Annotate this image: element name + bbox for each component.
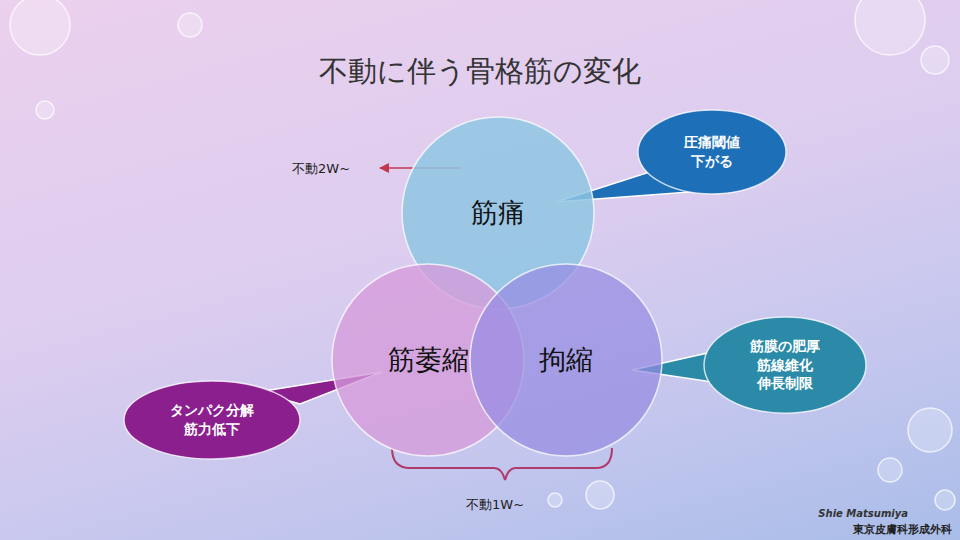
time-label: 不動1W~ [466, 496, 524, 514]
callout-bubble: タンパク分解 筋力低下 [123, 380, 301, 460]
circle-label: 筋萎縮 [388, 342, 469, 378]
callout-bubble: 圧痛閾値 下がる [637, 109, 787, 195]
clinic-name: 東京皮膚科形成外科 [853, 522, 952, 537]
callout-shape [637, 109, 787, 195]
circle-label: 拘縮 [539, 342, 593, 378]
callout-text: 圧痛閾値 下がる [684, 133, 740, 171]
circle-label: 筋痛 [471, 195, 525, 231]
venn-circle: 拘縮 [469, 263, 663, 457]
callout-text: 筋膜の肥厚 筋線維化 伸長制限 [750, 337, 820, 394]
author-name: Shie Matsumiya [818, 508, 908, 519]
time-label: 不動2W~ [292, 160, 350, 178]
slide-title: 不動に伴う骨格筋の変化 [0, 52, 960, 92]
callout-shape [123, 380, 301, 460]
callout-bubble: 筋膜の肥厚 筋線維化 伸長制限 [703, 316, 867, 414]
callout-text: タンパク分解 筋力低下 [170, 401, 254, 439]
